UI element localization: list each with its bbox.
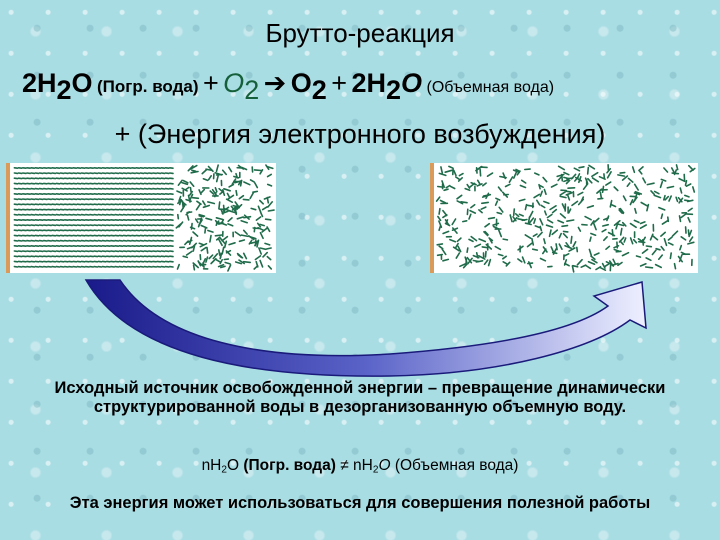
eq-sub: 2 [386, 74, 402, 105]
eq-label-bound-water: (Погр. вода) [97, 77, 199, 96]
ineq-bulk-water: nH2O (Объемная вода) [353, 457, 519, 476]
eq-sub: 2 [244, 74, 260, 105]
ineq-o: O [378, 457, 391, 474]
eq-oxygen-reactant: O [223, 68, 245, 98]
ineq-coef: nH [201, 457, 222, 474]
ineq-coef: nH [353, 457, 373, 474]
useful-work-note: Эта энергия может использоваться для сов… [69, 494, 651, 512]
water-structure-image-after [430, 163, 698, 273]
eq-reactant-h: 2H [22, 68, 57, 98]
not-equal-sign: ≠ [340, 457, 349, 474]
energy-line: + (Энергия электронного возбуждения) [114, 119, 606, 149]
ineq-sub: 2 [221, 464, 227, 476]
molecules-illustration [435, 163, 696, 273]
ineq-label-bulk: (Объемная вода) [394, 457, 519, 474]
energy-source-caption: Исходный источник освобожденной энергии … [54, 379, 666, 416]
eq-reactant-o: O [71, 68, 93, 98]
ineq-o: O [227, 457, 240, 474]
eq-oxygen-product: O [290, 68, 312, 98]
curved-arrow-icon [84, 279, 647, 377]
water-inequality: nH2O (Погр. вода) ≠ nH2O (Объемная вода) [0, 457, 720, 476]
ineq-label-bound: (Погр. вода) [243, 457, 336, 474]
eq-product-o: O [401, 68, 423, 98]
ineq-sub: 2 [372, 464, 379, 476]
eq-label-bulk-water: (Объемная вода) [426, 79, 555, 96]
eq-arrow-icon: ➔ [263, 68, 287, 98]
ruler-strip [430, 163, 434, 273]
eq-sub: 2 [311, 74, 327, 105]
water-structure-image-before [6, 163, 276, 273]
ruler-strip [6, 163, 10, 273]
eq-sub: 2 [56, 74, 72, 105]
ineq-bound-water: nH2O (Погр. вода) [201, 457, 336, 476]
gross-reaction-equation: 2H2O (Погр. вода) + O2 ➔ O2 + 2H2O (Объе… [22, 68, 554, 106]
eq-plus: + [331, 68, 348, 98]
molecules-illustration [13, 164, 275, 272]
slide-title: Брутто-реакция [265, 18, 455, 48]
eq-product-h: 2H [351, 68, 386, 98]
curved-arrow-graphic [84, 279, 647, 377]
eq-plus: + [202, 68, 219, 98]
